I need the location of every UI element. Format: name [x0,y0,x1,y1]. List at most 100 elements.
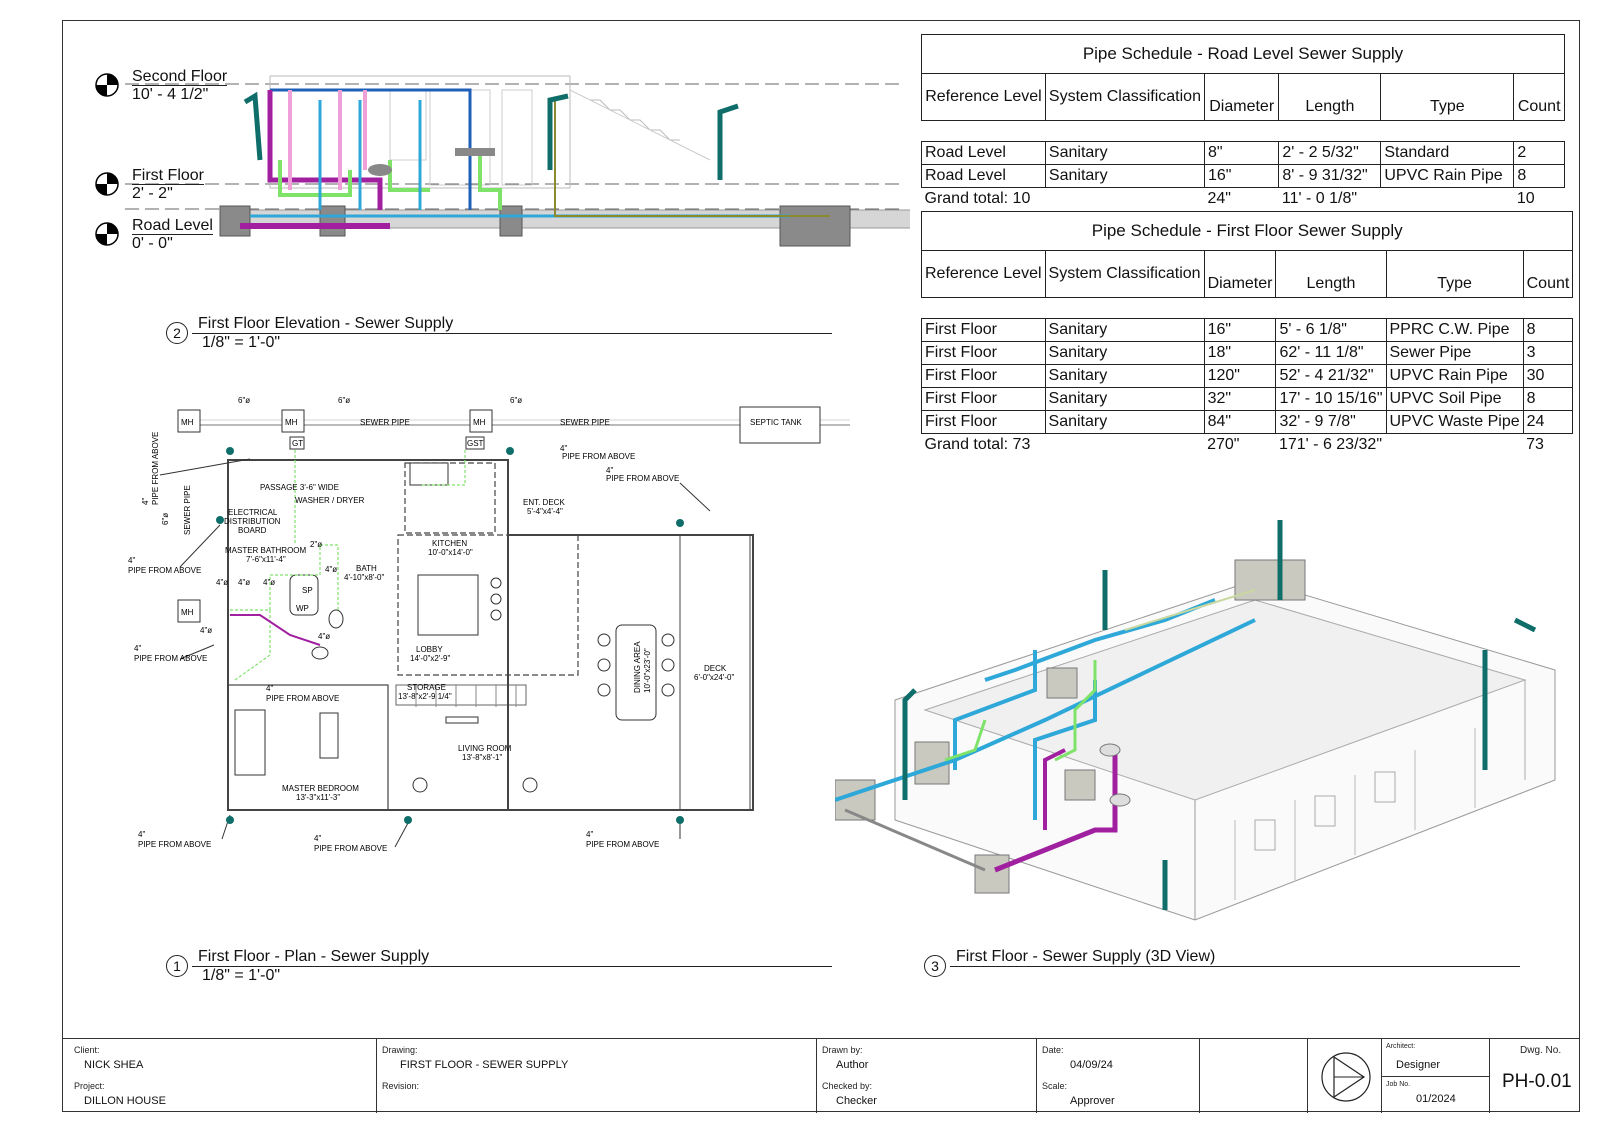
cell: Sanitary [1044,364,1205,388]
cell: Sanitary [1044,141,1205,165]
note-pipe-from-above: PIPE FROM ABOVE [586,840,659,849]
job-no-label: Job No. [1386,1081,1411,1088]
cell: 8 [1522,318,1574,342]
scale-value: Approver [1070,1095,1115,1107]
client-label: Client: [74,1045,100,1055]
pipe-diameter: 2"ø [310,540,322,549]
sp-label: SP [302,586,313,595]
pipe-diameter: 6"ø [338,396,350,405]
wp-label: WP [296,604,309,613]
cell: 8' - 9 31/32" [1278,164,1382,188]
pipe-diameter: 4"ø [200,626,212,635]
dwg-no-value: PH-0.01 [1502,1071,1572,1092]
date-label: Date: [1042,1045,1064,1055]
drawn-by-label: Drawn by: [822,1045,863,1055]
room-dim-ent-deck: 5'-4"x4'-4" [527,507,563,516]
divider [1382,1076,1490,1077]
level-name: Second Floor [132,68,228,86]
note-pipe-from-above: PIPE FROM ABOVE [266,694,339,703]
pipe-diameter: 4"ø [318,632,330,641]
drawn-by-value: Author [836,1059,869,1071]
level-road-level: Road Level 0' - 0" [132,217,213,252]
cell: UPVC Rain Pipe [1385,364,1524,388]
cell: Sanitary [1044,318,1205,342]
note-4in: 4" [606,466,613,475]
cell: First Floor [921,364,1046,388]
note-pipe-from-above: PIPE FROM ABOVE [134,654,207,663]
cell: Road Level [921,164,1046,188]
title-block: Client: NICK SHEA Project: DILLON HOUSE … [62,1038,1580,1113]
job-no-value: 01/2024 [1416,1093,1456,1105]
cell: 270" [1207,436,1240,453]
client-value: NICK SHEA [84,1059,144,1071]
room-label-master-bathroom: MASTER BATHROOM [225,546,307,555]
schedule-title: Pipe Schedule - Road Level Sewer Supply [921,34,1565,74]
note-pipe-from-above: PIPE FROM ABOVE [562,452,635,461]
view-number-1: 1 [166,955,188,977]
cell: 8 [1522,387,1574,411]
cell: 84" [1203,410,1277,434]
architect-value: Designer [1396,1059,1441,1071]
sheet-border [62,20,1580,1112]
room-label-ent-deck: ENT. DECK [523,498,565,507]
note-4in: 4" [266,684,273,693]
cell: 16" [1203,318,1277,342]
manhole-label: MH [181,608,194,617]
manhole-label: MH [181,418,194,427]
sewer-pipe-label: SEWER PIPE [360,418,410,427]
cell [1386,434,1523,457]
cell: 62' - 11 1/8" [1275,341,1387,365]
cell: 17' - 10 15/16" [1275,387,1387,411]
cell: Grand total: 10 [924,190,1031,207]
room-dim-kitchen: 10'-0"x14'-0" [428,548,473,557]
spacer [921,297,1573,319]
level-marker-second-floor [95,73,119,97]
room-label-deck: DECK [704,664,727,673]
isometric-3d-drawing [835,520,1556,921]
cell: 8 [1513,164,1565,188]
checked-by-label: Checked by: [822,1081,873,1091]
cell: Standard [1380,141,1515,165]
note-4in: 4" [586,830,593,839]
level-marker-road-level [95,222,119,246]
col-header: Type [1380,73,1515,121]
pipe-diameter: 6"ø [161,513,170,525]
cell: Sanitary [1044,387,1205,411]
gully-trap-label: GST [467,439,484,448]
level-elev: 10' - 4 1/2" [132,86,209,103]
room-label-dining: DINING AREA [633,641,642,693]
cell: 32' - 9 7/8" [1275,410,1387,434]
room-dim-living: 13'-8"x8'-1" [462,753,502,762]
revision-label: Revision: [382,1081,420,1091]
cell: 5' - 6 1/8" [1275,318,1387,342]
room-label-living: LIVING ROOM [458,744,512,753]
view-scale-1: 1/8" = 1'-0" [202,967,281,984]
cell: 32" [1203,387,1277,411]
room-label-lobby: LOBBY [416,645,443,654]
cell: Sanitary [1044,410,1205,434]
col-header: Length [1278,73,1382,121]
pipe-diameter: 4"ø [238,578,250,587]
cell: UPVC Rain Pipe [1380,164,1515,188]
cell: First Floor [921,341,1046,365]
room-dim-deck: 6'-0"x24'-0" [694,673,734,682]
pipe-diameter: 4"ø [263,578,275,587]
note-4in: 4" [141,498,150,505]
col-header: Reference Level [921,250,1046,298]
note-pipe-from-above: PIPE FROM ABOVE [314,844,387,853]
cell: Sewer Pipe [1385,341,1524,365]
col-header: Diameter [1203,73,1280,121]
checked-by-value: Checker [836,1095,877,1107]
view-title-1: First Floor - Plan - Sewer Supply [198,948,430,965]
cell: 16" [1203,164,1280,188]
note-pipe-from-above: PIPE FROM ABOVE [128,566,201,575]
level-name: Road Level [132,217,213,235]
north-arrow-icon [1321,1052,1371,1102]
cell [1381,188,1514,211]
